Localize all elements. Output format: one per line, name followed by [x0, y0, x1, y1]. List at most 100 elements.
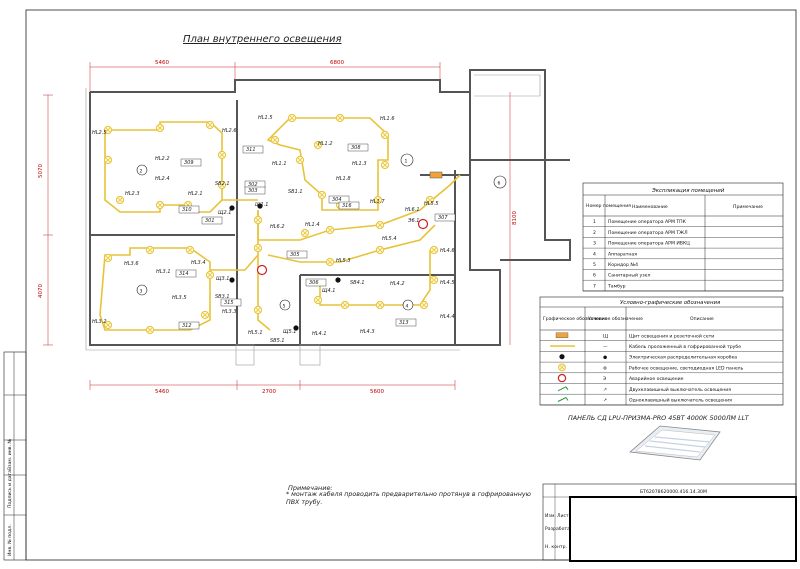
tag-label: 312: [182, 323, 192, 329]
led-panel-icon: [155, 200, 165, 210]
led-panel-icon: [313, 140, 323, 150]
legend-description: Аварийное освещение: [629, 375, 684, 382]
dim-bottom-0: 5460: [155, 389, 169, 395]
led-panel-icon: [185, 245, 195, 255]
led-panel-icon: [317, 190, 327, 200]
led-panel-icon: [380, 160, 390, 170]
led-panel-icon: [103, 125, 113, 135]
legend-code: ⊗: [603, 366, 607, 371]
room-tag: 310: [178, 205, 200, 214]
led-panel-icon: [253, 215, 263, 225]
junction-boxes: [229, 203, 341, 331]
tag-label: 308: [351, 145, 361, 151]
explication-name: Тамбур: [607, 283, 626, 289]
explication-number: 2: [593, 230, 596, 236]
room-markers: 2 3 1 4 5 6: [136, 153, 507, 311]
led-panel-icon: [155, 123, 165, 133]
tag-label: 307: [438, 215, 448, 221]
dimension-lines: [43, 62, 511, 390]
fixture-label: HL6.1: [405, 207, 420, 213]
fixture-label: HL3.4: [191, 260, 206, 266]
fixture-label: HL1.6: [380, 116, 395, 122]
emergency-light-icon: [256, 264, 268, 276]
room-number: 4: [406, 304, 409, 310]
legend-code: —: [603, 345, 608, 350]
dim-bottom-1: 2700: [262, 389, 276, 395]
double-switch-icon: [557, 386, 569, 392]
page-title: План внутреннего освещения: [183, 34, 342, 45]
explication-name: Помещение оператора АРМ ТПК: [608, 219, 687, 225]
fixture-label: SB3.1: [215, 294, 230, 300]
tag-label: 306: [309, 280, 319, 286]
fixture-label: HL3.6: [124, 261, 139, 267]
tag-label: 311: [246, 147, 256, 153]
legend-code: ●: [603, 356, 607, 361]
led-panel-icon: [380, 130, 390, 140]
tag-label: 302: [248, 182, 258, 188]
led-panel-icon: [217, 150, 227, 160]
led-panel-icon: [313, 295, 323, 305]
legend-description: Щит освещения и розеточной сети: [629, 332, 714, 339]
led-panel-icon: [287, 113, 297, 123]
tag-label: 301: [205, 218, 215, 224]
emergency-lights: [256, 218, 429, 276]
fixture-label: HL3.5: [172, 295, 187, 301]
led-panel-icon: [253, 243, 263, 253]
fixture-label: Щ1.1: [255, 202, 268, 208]
fixture-label: HL3.3: [222, 309, 237, 315]
explication-name: Коридор №4: [608, 262, 638, 268]
dim-top-0: 5460: [155, 60, 169, 66]
led-panel-icon: [558, 363, 566, 372]
legend-header: Описание: [690, 316, 714, 322]
led-panel-icon: [217, 180, 227, 190]
led-panel-icon: [300, 228, 310, 238]
fixture-label: Щ5.1: [283, 329, 296, 335]
fixture-label: HL1.7: [370, 199, 385, 205]
stamp-label: Разработал: [545, 526, 573, 532]
dim-bottom-2: 5600: [370, 389, 384, 395]
fixture-label: HL5.3: [336, 258, 351, 264]
fixture-label: HL2.2: [155, 156, 170, 162]
note-box: * монтаж кабеля проводить предварительно…: [286, 491, 531, 506]
room-tag: 313: [395, 318, 417, 327]
stamp-label: Изм.: [545, 513, 556, 519]
fixture-label: HL1.1: [272, 161, 287, 167]
fixture-label: HL4.1: [312, 331, 327, 337]
fixture-label: SB2.1: [215, 181, 230, 187]
room-number: 5: [283, 304, 286, 310]
dim-top-1: 6800: [330, 60, 344, 66]
explication-number: 6: [593, 273, 596, 279]
fixture-label: HL4.5: [440, 280, 455, 286]
room-tag: 307: [434, 213, 456, 222]
legend-table: Условно-графические обозначения Графичес…: [539, 296, 784, 406]
tag-label: 313: [399, 320, 409, 326]
dim-left-1: 4070: [38, 284, 44, 298]
fixture-label: HL1.8: [336, 176, 351, 182]
doc-code: БТ62078620000.416.14.30М: [640, 489, 707, 495]
panel-caption: ПАНЕЛЬ СД LPU-ПРИЗМА-PRO 45ВТ 4000К 5000…: [568, 414, 750, 422]
junction-box-icon: [559, 354, 565, 360]
led-panel-icon: [375, 220, 385, 230]
room-number: 3: [140, 289, 143, 295]
fixture-label: HL3.1: [156, 269, 171, 275]
single-switch-icon: [557, 397, 569, 402]
side-strip: Взам. инв. № Подпись и дата Инв. № подл.: [3, 351, 27, 561]
fixture-label: HL2.4: [155, 176, 170, 182]
legend-code: ↗: [603, 388, 607, 393]
led-panel-icon: [205, 120, 215, 130]
tag-label: 304: [332, 197, 342, 203]
legend-title: Условно-графические обозначения: [620, 300, 721, 306]
room-number: 1: [405, 159, 408, 165]
legend-description: Рабочее освещение, светодиодная LED пане…: [629, 365, 744, 371]
led-panel-icon: [425, 195, 435, 205]
explication-name: Санитарный узел: [608, 272, 650, 279]
fixture-label: HL5.1: [248, 330, 263, 336]
led-panel-icon: [429, 275, 439, 285]
fixture-label: HL1.2: [318, 141, 333, 147]
room-tag: 301: [201, 216, 223, 225]
legend-description: Кабель проложенный в гофрированной трубе: [629, 343, 741, 350]
tag-label: 303: [248, 188, 258, 194]
fixture-label: SB5.1: [270, 338, 285, 344]
